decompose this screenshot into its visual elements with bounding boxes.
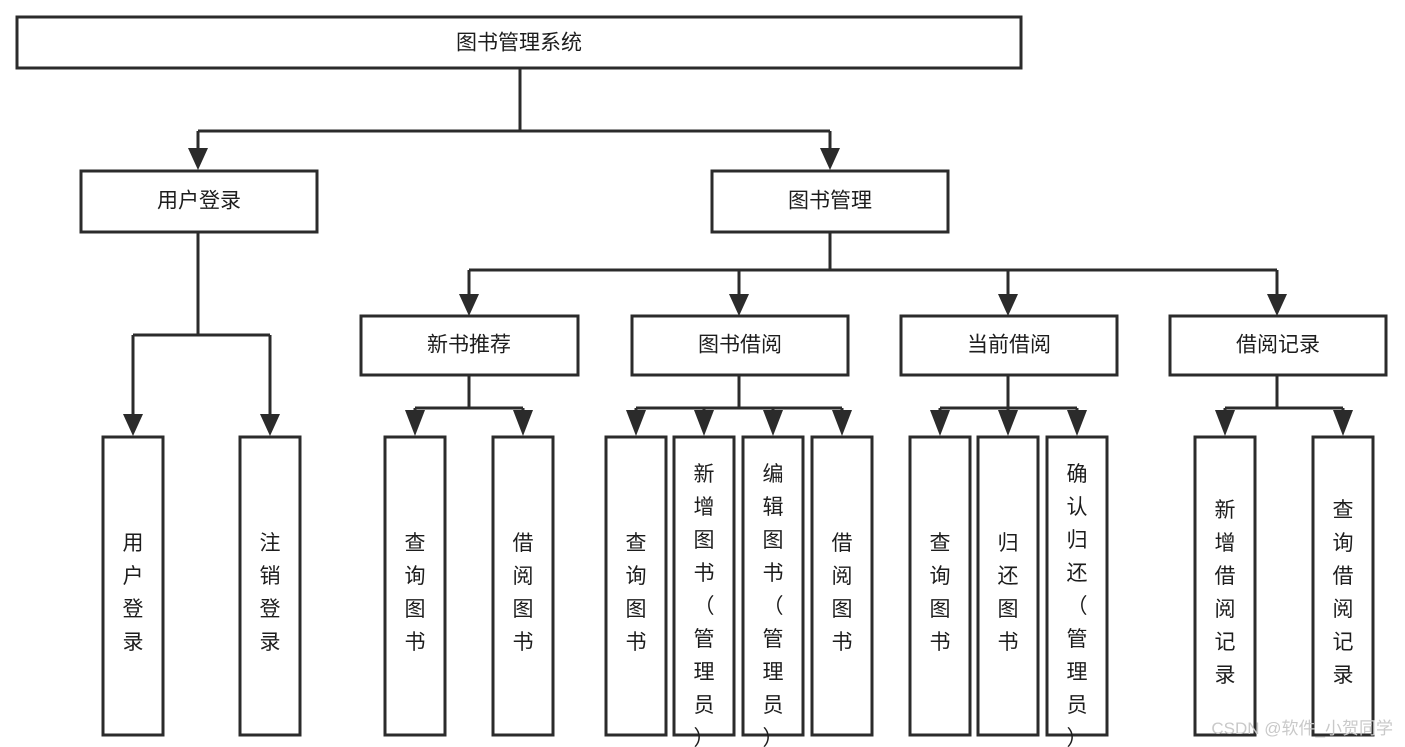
leaf-book-borrow-3[interactable]: 编辑图书（管理员） [741, 435, 805, 747]
node-borrow-record-label: 借阅记录 [1236, 334, 1320, 357]
node-new-book-recommend-box[interactable] [359, 314, 580, 377]
node-book-borrow-box[interactable] [630, 314, 850, 377]
arrow-current-leaf-2 [998, 410, 1018, 436]
node-book-management-box[interactable] [710, 169, 950, 234]
leaf-user-login-2[interactable]: 注销登录 [238, 435, 302, 737]
csdn-watermark: CSDN @软件_小贺同学 [1211, 719, 1393, 738]
leaf-current-borrow-3-label: 确认归还（管理员） [1067, 462, 1088, 747]
arrow-bookmgmt-to-newbook [459, 294, 479, 316]
node-current-borrow[interactable]: 当前借阅 [899, 314, 1119, 377]
leaf-user-login-2-label: 注销登录 [260, 531, 281, 653]
leaf-book-borrow-2[interactable]: 新增图书（管理员） [672, 435, 736, 747]
leaf-current-borrow-2-label: 归还图书 [998, 531, 1019, 653]
leaf-borrow-record-1[interactable]: 新增借阅记录 [1193, 435, 1257, 737]
leaf-current-borrow-1-label: 查询图书 [930, 531, 951, 653]
node-user-login-label: 用户登录 [157, 190, 241, 213]
arrow-newbook-leaf-2 [513, 410, 533, 436]
leaf-current-borrow-3-box[interactable] [1045, 435, 1109, 737]
leaf-user-login-1[interactable]: 用户登录 [101, 435, 165, 737]
leaf-user-login-2-box[interactable] [238, 435, 302, 737]
leaf-book-borrow-2-box[interactable] [672, 435, 736, 737]
node-user-login-box[interactable] [79, 169, 319, 234]
node-book-management[interactable]: 图书管理 [710, 169, 950, 234]
node-book-management-label: 图书管理 [788, 190, 872, 213]
leaf-user-login-1-label: 用户登录 [123, 531, 144, 653]
node-root-label: 图书管理系统 [456, 32, 582, 55]
node-book-borrow[interactable]: 图书借阅 [630, 314, 850, 377]
leaf-book-borrow-4-box[interactable] [810, 435, 874, 737]
arrow-user-leaf-2 [260, 414, 280, 436]
node-current-borrow-label: 当前借阅 [967, 334, 1051, 357]
leaf-book-borrow-1[interactable]: 查询图书 [604, 435, 668, 737]
arrow-record-leaf-2 [1333, 410, 1353, 436]
node-borrow-record[interactable]: 借阅记录 [1168, 314, 1388, 377]
leaf-new-book-1-box[interactable] [383, 435, 447, 737]
leaf-book-borrow-3-label: 编辑图书（管理员） [763, 462, 784, 747]
arrow-borrow-leaf-1 [626, 410, 646, 436]
arrow-bookmgmt-to-record [1267, 294, 1287, 316]
leaf-current-borrow-1[interactable]: 查询图书 [908, 435, 972, 737]
node-current-borrow-box[interactable] [899, 314, 1119, 377]
arrow-newbook-leaf-1 [405, 410, 425, 436]
node-user-login[interactable]: 用户登录 [79, 169, 319, 234]
arrow-bookmgmt-to-current [998, 294, 1018, 316]
leaf-borrow-record-1-box[interactable] [1193, 435, 1257, 737]
leaf-borrow-record-1-label: 新增借阅记录 [1215, 498, 1236, 686]
node-root-box[interactable] [15, 15, 1023, 70]
leaf-user-login-1-box[interactable] [101, 435, 165, 737]
leaf-borrow-record-2-label: 查询借阅记录 [1333, 498, 1354, 686]
node-new-book-recommend[interactable]: 新书推荐 [359, 314, 580, 377]
leaf-new-book-1[interactable]: 查询图书 [383, 435, 447, 737]
node-root[interactable]: 图书管理系统 [15, 15, 1023, 70]
leaf-book-borrow-1-label: 查询图书 [626, 531, 647, 653]
arrow-root-to-bookmgmt [820, 148, 840, 170]
leaf-current-borrow-1-box[interactable] [908, 435, 972, 737]
arrow-bookmgmt-to-borrow [729, 294, 749, 316]
leaf-borrow-record-2[interactable]: 查询借阅记录 [1311, 435, 1375, 737]
leaf-new-book-2-box[interactable] [491, 435, 555, 737]
leaf-current-borrow-3[interactable]: 确认归还（管理员） [1045, 435, 1109, 747]
node-new-book-recommend-label: 新书推荐 [427, 334, 511, 357]
leaf-new-book-2-label: 借阅图书 [513, 531, 534, 653]
leaf-new-book-2[interactable]: 借阅图书 [491, 435, 555, 737]
leaf-book-borrow-1-box[interactable] [604, 435, 668, 737]
node-book-borrow-label: 图书借阅 [698, 334, 782, 357]
arrow-root-to-user [188, 148, 208, 170]
leaf-book-borrow-3-box[interactable] [741, 435, 805, 737]
leaf-book-borrow-2-label: 新增图书（管理员） [694, 462, 715, 747]
leaf-book-borrow-4[interactable]: 借阅图书 [810, 435, 874, 737]
arrow-current-leaf-1 [930, 410, 950, 436]
arrow-borrow-leaf-3 [763, 410, 783, 436]
leaf-book-borrow-4-label: 借阅图书 [832, 531, 853, 653]
node-borrow-record-box[interactable] [1168, 314, 1388, 377]
leaf-current-borrow-2-box[interactable] [976, 435, 1040, 737]
arrow-borrow-leaf-4 [832, 410, 852, 436]
leaf-new-book-1-label: 查询图书 [405, 531, 426, 653]
arrow-borrow-leaf-2 [694, 410, 714, 436]
connector-layer [123, 68, 1353, 436]
arrow-current-leaf-3 [1067, 410, 1087, 436]
leaf-current-borrow-2[interactable]: 归还图书 [976, 435, 1040, 737]
arrow-record-leaf-1 [1215, 410, 1235, 436]
arrow-user-leaf-1 [123, 414, 143, 436]
leaf-borrow-record-2-box[interactable] [1311, 435, 1375, 737]
